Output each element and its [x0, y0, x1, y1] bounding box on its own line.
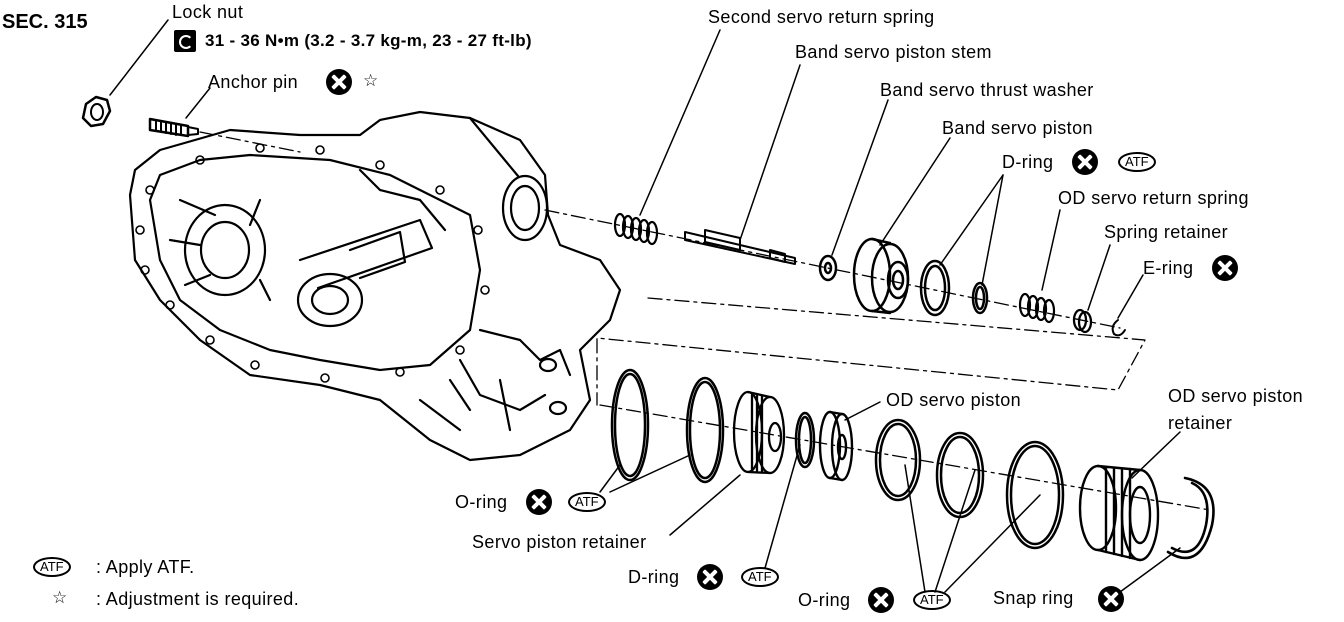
- band-servo-piston-part: [852, 237, 910, 315]
- replace-part-icon: [526, 489, 552, 515]
- label-band-servo-thrust-washer: Band servo thrust washer: [880, 80, 1094, 100]
- d-ring-bottom-part: [794, 411, 816, 469]
- label-od-servo-piston-retainer-1: OD servo piston: [1168, 386, 1304, 406]
- label-e-ring: E-ring: [1143, 258, 1194, 278]
- e-ring-part: [1111, 319, 1126, 337]
- adjustment-required-icon: ☆: [363, 71, 379, 90]
- band-servo-thrust-washer-part: [818, 254, 838, 282]
- replace-part-icon: [1072, 149, 1098, 175]
- section-number: SEC. 315: [2, 11, 88, 33]
- od-servo-return-spring-part: [1018, 292, 1056, 324]
- label-d-ring-top: D-ring: [1002, 152, 1054, 172]
- second-servo-return-spring-part: [613, 212, 659, 246]
- od-servo-piston-retainer-part: [1078, 464, 1160, 562]
- label-od-servo-return-spring: OD servo return spring: [1058, 188, 1249, 208]
- leader-lines: [109, 19, 1181, 593]
- lock-nut-part: [81, 95, 112, 128]
- o-ring-bottom-parts: [874, 418, 1065, 550]
- atf-badge: ATF: [913, 590, 951, 610]
- label-anchor-pin: Anchor pin: [208, 72, 299, 92]
- od-servo-piston-part: [818, 410, 854, 482]
- anchor-pin-part: [148, 117, 199, 138]
- label-o-ring-left: O-ring: [455, 492, 508, 512]
- label-d-ring-bottom: D-ring: [628, 567, 680, 587]
- legend-apply-atf: : Apply ATF.: [96, 557, 195, 577]
- center-lines: [199, 131, 1211, 511]
- label-lock-nut: Lock nut: [172, 2, 244, 22]
- legend-adjustment-required: : Adjustment is required.: [96, 589, 300, 609]
- spring-retainer-part: [1072, 308, 1093, 334]
- d-ring-top-parts: [919, 259, 989, 317]
- band-servo-piston-stem-part: [684, 229, 796, 265]
- atf-badge: ATF: [741, 567, 779, 587]
- replace-part-icon: [1212, 255, 1238, 281]
- legend-star-icon: ☆: [52, 588, 68, 607]
- o-ring-left-parts: [610, 368, 725, 484]
- label-spring-retainer: Spring retainer: [1104, 222, 1229, 242]
- label-servo-piston-retainer: Servo piston retainer: [472, 532, 647, 552]
- servo-piston-retainer-part: [732, 390, 786, 475]
- snap-ring-part: [1166, 476, 1215, 560]
- label-od-servo-piston: OD servo piston: [886, 390, 1022, 410]
- label-second-servo-return-spring: Second servo return spring: [708, 7, 935, 27]
- label-od-servo-piston-retainer-2: retainer: [1168, 413, 1233, 433]
- atf-badge: ATF: [1118, 152, 1156, 172]
- label-o-ring-bottom: O-ring: [798, 590, 851, 610]
- legend-atf-badge: ATF: [33, 557, 71, 577]
- atf-badge: ATF: [568, 492, 606, 512]
- replace-part-icon: [868, 587, 894, 613]
- replace-part-icon: [326, 69, 352, 95]
- label-snap-ring: Snap ring: [993, 588, 1074, 608]
- replace-part-icon: [697, 564, 723, 590]
- transaxle-case: [128, 110, 622, 462]
- label-band-servo-piston: Band servo piston: [942, 118, 1093, 138]
- replace-part-icon: [1098, 586, 1124, 612]
- label-band-servo-piston-stem: Band servo piston stem: [795, 42, 992, 62]
- label-torque: 31 - 36 N•m (3.2 - 3.7 kg-m, 23 - 27 ft-…: [205, 31, 532, 50]
- torque-wrench-icon: [174, 30, 196, 52]
